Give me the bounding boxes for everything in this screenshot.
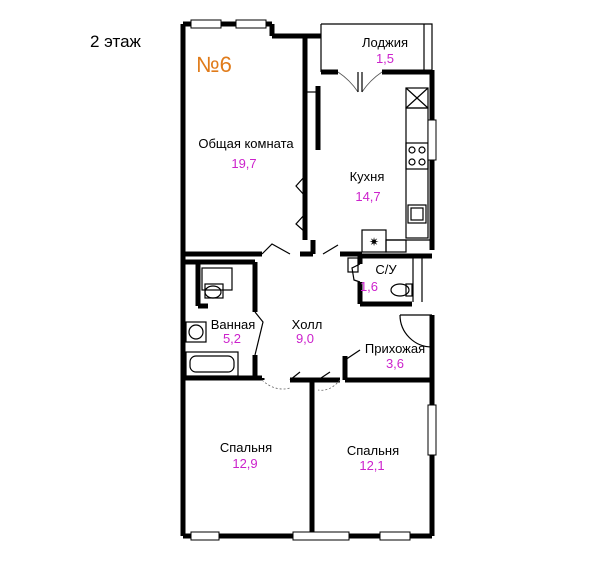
room-wc: С/У 1,6 [360, 262, 397, 294]
room-area: 1,6 [360, 279, 378, 294]
room-area: 12,9 [232, 456, 257, 471]
room-name: Лоджия [362, 35, 408, 50]
room-area: 1,5 [376, 51, 394, 66]
room-area: 19,7 [231, 156, 256, 171]
room-name: Холл [292, 317, 323, 332]
ventilation-icon: ✷ [369, 235, 379, 249]
bathroom-structure [183, 259, 264, 381]
room-bedroom-2: Спальня 12,1 [347, 443, 399, 473]
room-area: 9,0 [296, 331, 314, 346]
room-loggia: Лоджия 1,5 [362, 35, 408, 66]
wc-structure [347, 253, 432, 307]
living-bottom-wall [183, 240, 362, 257]
room-name: С/У [375, 262, 397, 277]
room-name: Спальня [347, 443, 399, 458]
bedrooms-partition [259, 349, 432, 536]
room-name: Спальня [220, 440, 272, 455]
apartment-number: №6 [196, 52, 232, 77]
room-bathroom: Ванная 5,2 [211, 317, 256, 346]
entrance-door [399, 314, 435, 360]
room-name: Кухня [350, 169, 385, 184]
kitchen-equipment: ✷ [361, 87, 432, 253]
room-area: 14,7 [355, 189, 380, 204]
room-living: Общая комната 19,7 [198, 136, 294, 171]
floor-label: 2 этаж [90, 32, 142, 51]
room-kitchen: Кухня 14,7 [350, 169, 385, 204]
top-windows [190, 19, 267, 29]
room-bedroom-1: Спальня 12,9 [220, 440, 272, 471]
loggia-structure [320, 23, 433, 93]
room-area: 5,2 [223, 331, 241, 346]
room-area: 12,1 [359, 458, 384, 473]
room-entrance: Прихожая 3,6 [365, 341, 425, 371]
living-kitchen-partition [295, 86, 321, 240]
bottom-windows [190, 531, 411, 541]
room-name: Ванная [211, 317, 256, 332]
room-name: Прихожая [365, 341, 425, 356]
side-windows [427, 119, 437, 456]
room-hall: Холл 9,0 [292, 317, 323, 346]
room-name: Общая комната [198, 136, 294, 151]
room-area: 3,6 [386, 356, 404, 371]
